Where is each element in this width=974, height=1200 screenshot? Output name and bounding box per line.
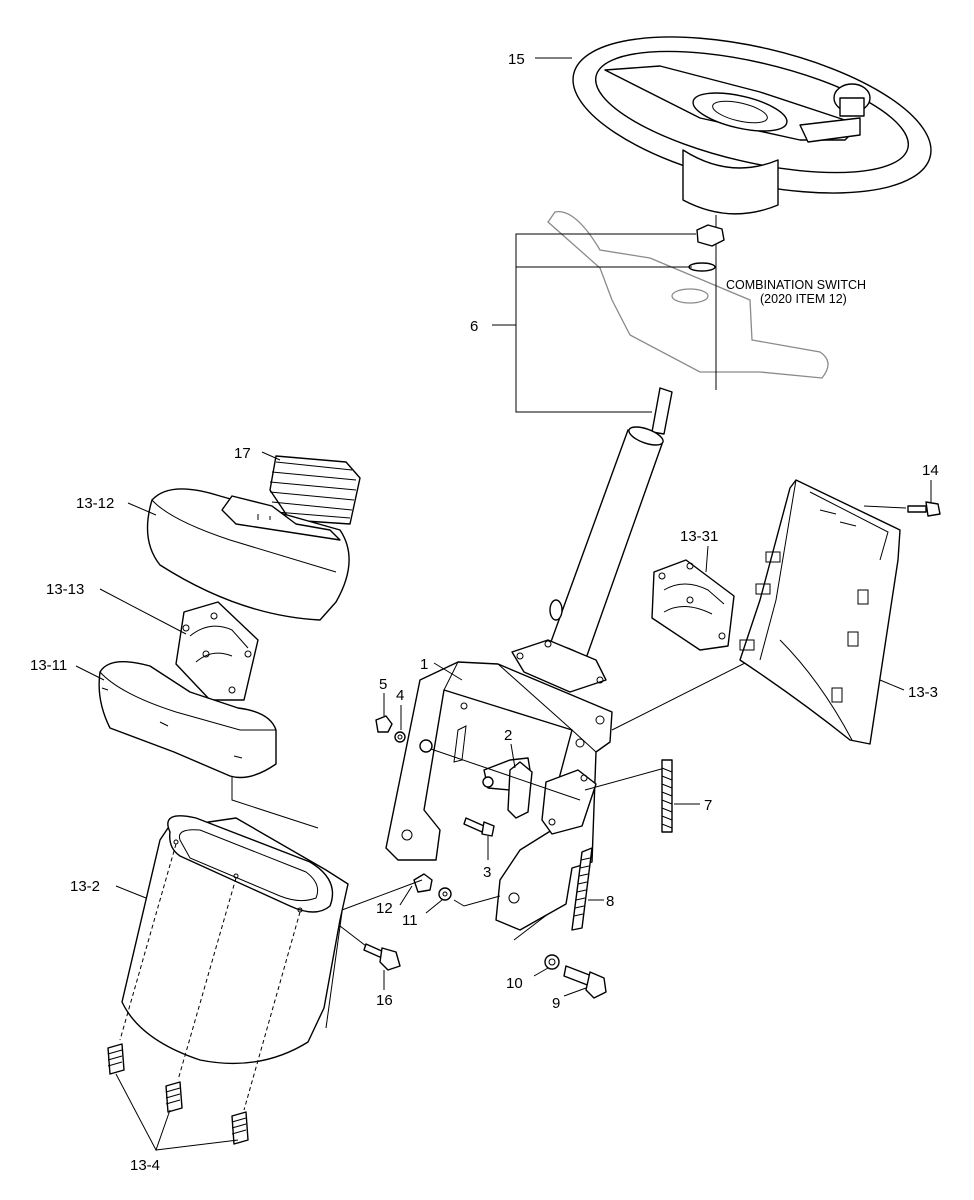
leader-13-2	[115, 885, 147, 899]
axis-line-bolt9	[513, 913, 549, 941]
leader-12	[399, 885, 413, 906]
label-3: 3	[483, 864, 491, 881]
tilt-lever	[482, 757, 533, 819]
steering-column-tube	[546, 387, 673, 667]
screw-path-2	[177, 877, 237, 1081]
rear-cover-13-3	[739, 479, 901, 745]
axis-line-16	[339, 925, 367, 947]
label-13-12: 13-12	[76, 495, 114, 512]
column-nut	[696, 224, 725, 247]
label-13-4: 13-4	[130, 1157, 160, 1174]
leader-13-13	[99, 588, 187, 635]
screw-13-4-c	[231, 1111, 249, 1145]
label-2: 2	[504, 727, 512, 744]
column-flange	[511, 639, 607, 693]
leader-13-4	[115, 1073, 239, 1152]
nut-12	[413, 873, 433, 893]
label-6: 6	[470, 318, 478, 335]
label-1: 1	[420, 656, 428, 673]
axis-line-upper	[427, 747, 581, 801]
leader-2	[510, 743, 516, 769]
column-washer	[688, 262, 716, 272]
leader-13-12	[127, 502, 157, 516]
leader-13-11	[75, 665, 105, 681]
axis-line-13-2	[341, 879, 423, 911]
combination-switch-note-line2: (2020 ITEM 12)	[760, 292, 847, 306]
spring-8	[571, 847, 593, 931]
screw-path-3	[243, 911, 301, 1111]
label-10: 10	[506, 975, 523, 992]
upper-cover-13-12	[146, 488, 350, 621]
clamp-13-31	[651, 559, 735, 651]
label-13-2: 13-2	[70, 878, 100, 895]
axis-line-spring	[584, 767, 666, 791]
label-5: 5	[379, 676, 387, 693]
label-17: 17	[234, 445, 251, 462]
label-13-13: 13-13	[46, 581, 84, 598]
screw-13-4-b	[165, 1081, 183, 1113]
leader-13-31	[705, 545, 709, 573]
stud-pin	[419, 739, 433, 753]
boot-17	[269, 455, 361, 525]
combination-switch-note-line1: COMBINATION SWITCH	[726, 278, 866, 292]
label-12: 12	[376, 900, 393, 917]
screw-13-4-a	[107, 1043, 125, 1075]
nut-5	[375, 715, 393, 733]
leader-9	[563, 987, 587, 997]
washer-11	[438, 887, 452, 901]
label-13-31: 13-31	[680, 528, 718, 545]
washer-4	[394, 731, 406, 743]
leader-1	[433, 662, 463, 681]
bolt-3	[463, 817, 495, 837]
label-9: 9	[552, 995, 560, 1012]
screw-path-1	[119, 843, 177, 1041]
leader-11	[425, 899, 443, 914]
leader-13-3	[879, 679, 905, 691]
steering-wheel	[572, 36, 932, 215]
label-13-11: 13-11	[30, 657, 67, 674]
bracket-6	[515, 233, 696, 413]
bolt-9	[563, 965, 607, 999]
washer-10	[544, 954, 560, 970]
spring-7	[661, 759, 673, 833]
leader-17	[261, 451, 281, 461]
label-16: 16	[376, 992, 393, 1009]
bolt-16	[363, 943, 401, 971]
screw-14	[907, 501, 941, 517]
label-7: 7	[704, 797, 712, 814]
label-4: 4	[396, 687, 404, 704]
column-bracket	[385, 661, 613, 931]
clamp-13-13	[175, 601, 259, 701]
axis-line-lower	[453, 895, 501, 907]
label-13-3: 13-3	[908, 684, 938, 701]
front-cover-13-2	[121, 815, 349, 1065]
axis-line-14	[863, 505, 907, 509]
label-14: 14	[922, 462, 939, 479]
combination-switch	[547, 211, 829, 379]
lower-cover-13-11	[98, 660, 277, 779]
leader-10	[533, 967, 549, 977]
label-8: 8	[606, 893, 614, 910]
axis-line-13-11	[231, 776, 319, 829]
label-11: 11	[402, 912, 418, 929]
label-15: 15	[508, 51, 525, 68]
